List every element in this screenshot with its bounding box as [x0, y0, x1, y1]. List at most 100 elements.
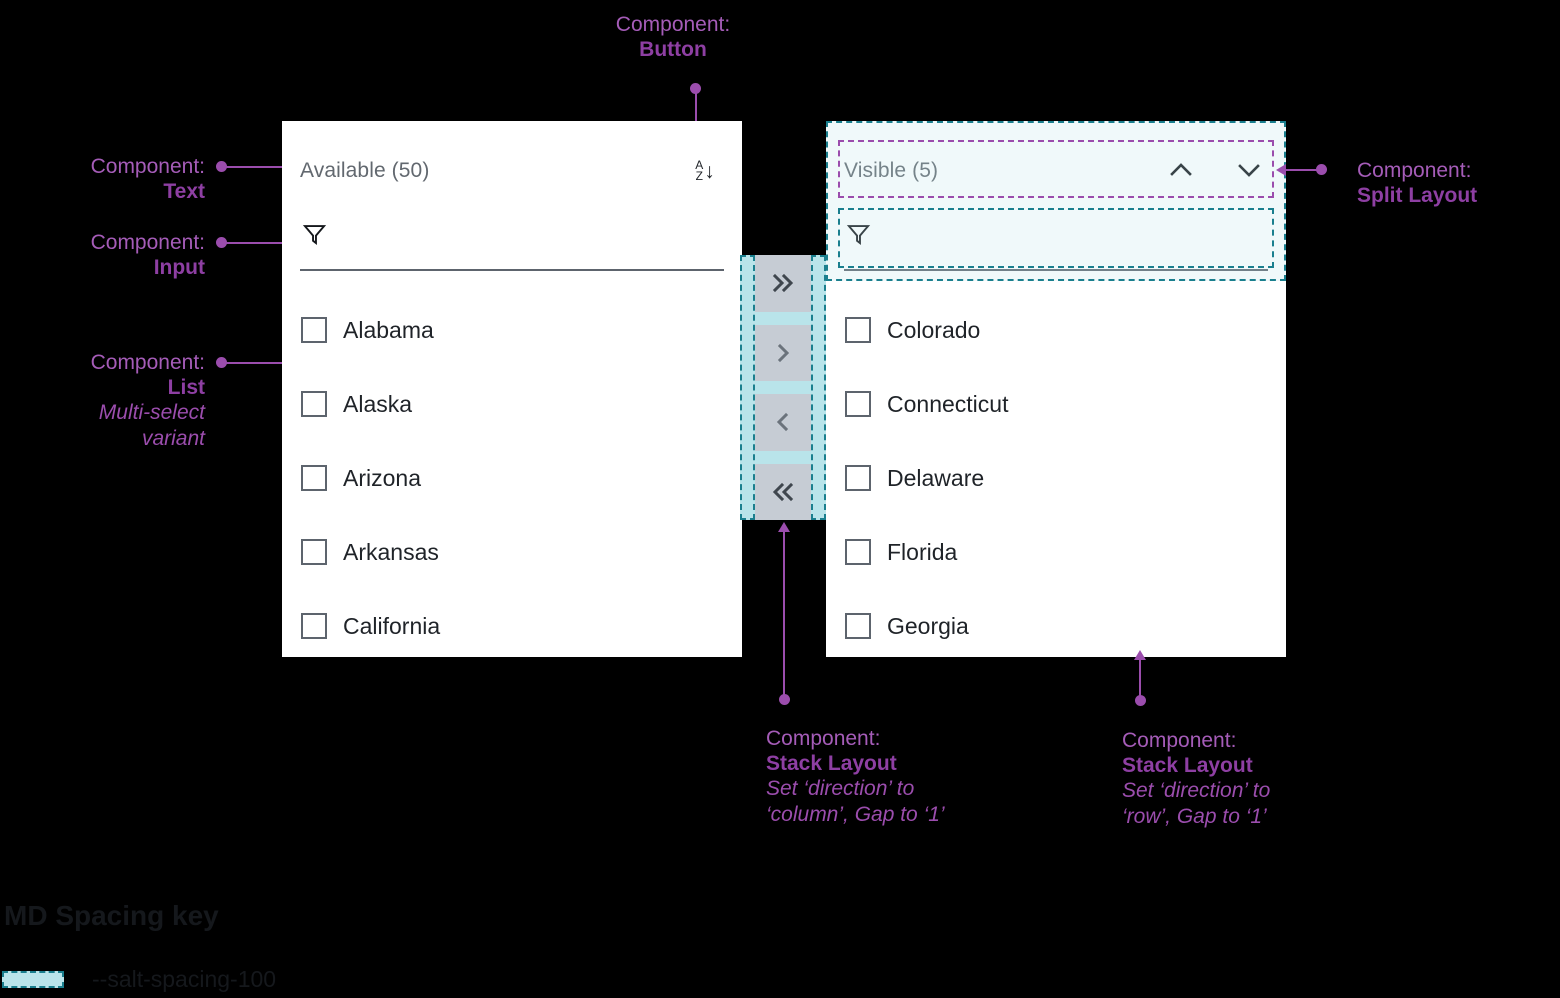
annotation-split-layout-kicker: Component: — [1357, 159, 1472, 182]
split-layout-filter-box — [838, 208, 1274, 268]
checkbox-icon[interactable] — [301, 539, 327, 565]
annotation-split-layout: Component: Split Layout — [1357, 158, 1557, 208]
annotation-stack-column-name: Stack Layout — [766, 752, 897, 776]
leader-line-stack-row — [1139, 660, 1141, 697]
leader-dot-stack-column — [778, 694, 790, 705]
available-header-actions: A Z ↓ — [688, 154, 722, 188]
leader-dot-text — [216, 161, 227, 172]
available-panel-header: Available (50) A Z ↓ — [282, 147, 742, 195]
checkbox-icon[interactable] — [301, 317, 327, 343]
annotation-stack-row-name: Stack Layout — [1122, 754, 1253, 778]
visible-panel-header: Visible (5) — [826, 147, 1286, 195]
list-item-label: California — [343, 612, 441, 639]
stack-guide-left — [753, 255, 755, 520]
double-chevron-right-icon — [768, 272, 798, 294]
annotation-stack-column-kicker: Component: — [766, 727, 881, 750]
list-item[interactable]: Arizona — [282, 441, 742, 515]
visible-panel: Visible (5) — [826, 121, 1286, 657]
annotation-text: Component: Text — [20, 154, 205, 204]
transfer-buttons — [755, 255, 811, 520]
available-filter-row[interactable] — [300, 215, 724, 271]
list-item-label: Connecticut — [887, 390, 1009, 417]
chevron-left-icon — [772, 411, 794, 433]
list-item-label: Alaska — [343, 390, 413, 417]
sort-down-arrow-icon: ↓ — [704, 160, 715, 183]
double-chevron-left-icon — [768, 481, 798, 503]
list-item-label: Colorado — [887, 316, 981, 343]
chevron-right-icon — [772, 342, 794, 364]
list-item-label: Delaware — [887, 464, 985, 491]
list-item-label: Georgia — [887, 612, 969, 639]
checkbox-icon[interactable] — [845, 317, 871, 343]
spacing-key-row: --salt-spacing-100 — [0, 966, 276, 993]
list-item[interactable]: Alabama — [282, 293, 742, 367]
annotation-list: Component: List Multi-select variant — [20, 350, 205, 451]
spacing-key-title: MD Spacing key — [4, 900, 219, 931]
checkbox-icon[interactable] — [301, 391, 327, 417]
checkbox-icon[interactable] — [845, 465, 871, 491]
spacing-key-token: --salt-spacing-100 — [92, 966, 277, 992]
chevron-up-icon — [1167, 156, 1195, 187]
annotation-stack-column-sub1: Set ‘direction’ to — [766, 777, 915, 801]
move-left-button[interactable] — [755, 394, 811, 451]
list-item[interactable]: Colorado — [826, 293, 1286, 367]
annotation-stack-column: Component: Stack Layout Set ‘direction’ … — [766, 726, 1086, 827]
leader-line-input — [224, 241, 290, 244]
visible-list[interactable]: Colorado Connecticut Delaware Florida Ge… — [826, 293, 1286, 663]
annotation-button-name: Button — [639, 38, 707, 62]
annotation-list-sub2: variant — [141, 426, 205, 450]
annotation-stack-row-kicker: Component: — [1122, 729, 1237, 752]
list-item[interactable]: Florida — [826, 515, 1286, 589]
annotation-stack-row-sub2: ‘row’, Gap to ‘1’ — [1122, 804, 1267, 828]
annotation-button: Component: Button — [578, 12, 768, 62]
move-up-button[interactable] — [1164, 154, 1198, 188]
checkbox-icon[interactable] — [301, 613, 327, 639]
chevron-down-icon — [1235, 156, 1263, 187]
checkbox-icon[interactable] — [845, 613, 871, 639]
move-all-right-button[interactable] — [755, 255, 811, 312]
transfer-button-stack — [740, 255, 826, 520]
leader-line-split-layout — [1286, 168, 1318, 171]
annotation-stack-column-sub2: ‘column’, Gap to ‘1’ — [766, 802, 945, 826]
move-right-button[interactable] — [755, 324, 811, 381]
list-item[interactable]: California — [282, 589, 742, 663]
leader-line-list — [224, 361, 290, 364]
list-item[interactable]: Arkansas — [282, 515, 742, 589]
available-filter-input[interactable] — [338, 221, 724, 251]
annotation-input-name: Input — [153, 256, 205, 280]
leader-line-text — [224, 165, 290, 168]
sort-az-icon: A Z ↓ — [695, 159, 715, 183]
annotation-split-layout-name: Split Layout — [1357, 184, 1478, 208]
sort-az-button[interactable]: A Z ↓ — [688, 154, 722, 188]
leader-dot-stack-row — [1134, 695, 1146, 706]
leader-line-stack-column — [783, 532, 785, 696]
leader-arrow-stack-row — [1134, 650, 1146, 660]
visible-filter-row[interactable] — [844, 215, 1268, 271]
list-item[interactable]: Connecticut — [826, 367, 1286, 441]
annotation-stack-row: Component: Stack Layout Set ‘direction’ … — [1122, 728, 1442, 829]
list-item-label: Alabama — [343, 316, 434, 343]
spacing-key: MD Spacing key --salt-spacing-100 — [0, 900, 276, 993]
list-item[interactable]: Alaska — [282, 367, 742, 441]
annotation-list-kicker: Component: — [90, 351, 205, 374]
list-item-label: Florida — [887, 538, 958, 565]
filter-funnel-icon — [845, 221, 872, 253]
list-item-label: Arkansas — [343, 538, 439, 565]
checkbox-icon[interactable] — [845, 391, 871, 417]
annotation-stack-row-sub1: Set ‘direction’ to — [1122, 779, 1271, 803]
list-item[interactable]: Delaware — [826, 441, 1286, 515]
sort-az-letters: A Z — [695, 159, 703, 182]
split-layout-outer-spacing-box — [826, 121, 1286, 281]
available-list[interactable]: Alabama Alaska Arizona Arkansas Californ… — [282, 293, 742, 663]
filter-funnel-icon — [301, 221, 328, 253]
move-all-left-button[interactable] — [755, 463, 811, 520]
leader-dot-split-layout — [1316, 164, 1327, 175]
move-down-button[interactable] — [1232, 154, 1266, 188]
checkbox-icon[interactable] — [845, 539, 871, 565]
visible-filter-input[interactable] — [882, 221, 1268, 251]
annotation-list-name: List — [167, 376, 205, 400]
annotation-text-name: Text — [163, 180, 205, 204]
stack-guide-right — [811, 255, 813, 520]
checkbox-icon[interactable] — [301, 465, 327, 491]
list-item[interactable]: Georgia — [826, 589, 1286, 663]
